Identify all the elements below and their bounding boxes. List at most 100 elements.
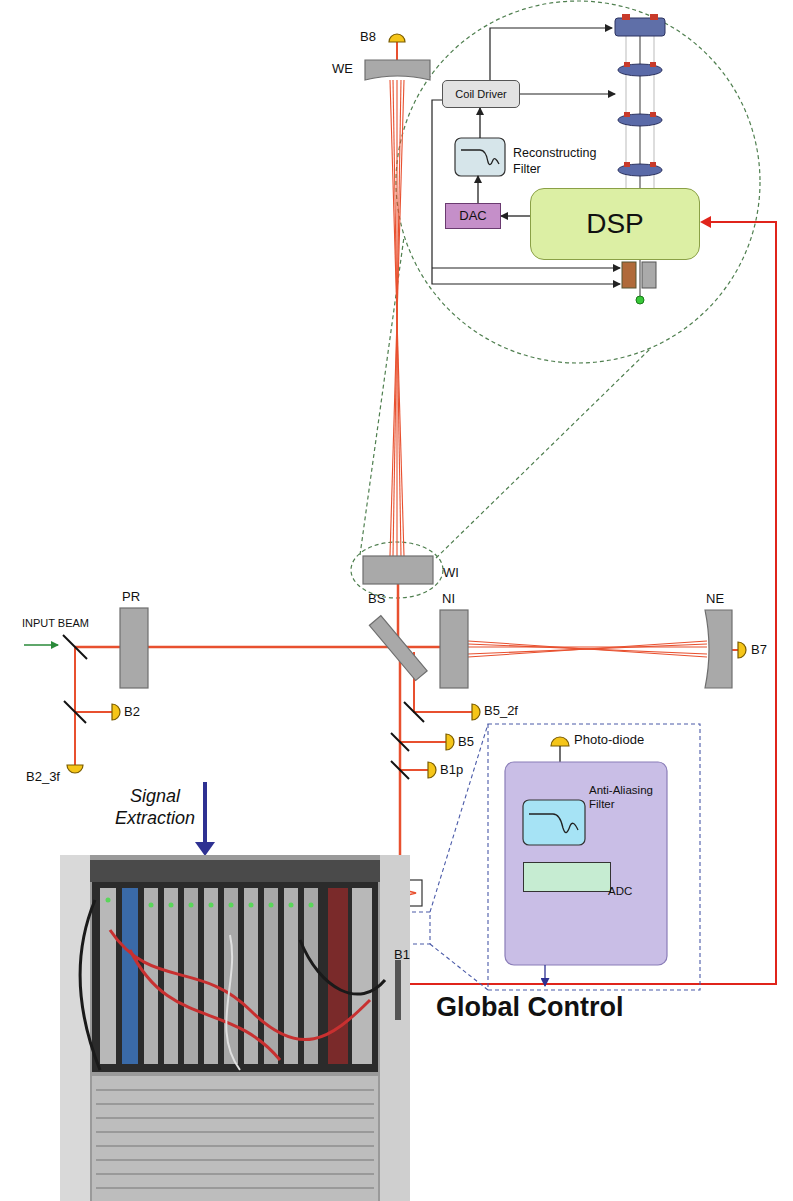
rack-photo	[80, 900, 385, 1070]
rack-photo	[92, 882, 378, 1072]
rack-photo	[130, 950, 280, 1060]
extraction-arrow	[195, 842, 215, 856]
rack-photo	[226, 935, 240, 1070]
pickoff-mirror	[63, 635, 424, 779]
laser-beam	[390, 80, 404, 556]
suspension-illustration	[624, 162, 630, 167]
rack-photo	[229, 903, 234, 908]
mirror-callout: BS	[368, 592, 385, 607]
suspension-illustration	[636, 296, 644, 304]
photodiode-callout: B2	[124, 705, 140, 720]
rack-photo	[96, 1145, 374, 1147]
laser-beam	[400, 741, 446, 743]
converter-box: ADC	[523, 862, 611, 892]
suspension-illustration	[650, 62, 656, 67]
suspension-illustration	[642, 262, 656, 288]
box-label: DSP	[586, 208, 644, 240]
beam-label: INPUT BEAM	[22, 617, 89, 630]
rack-photo	[60, 855, 410, 1201]
filter-icon	[523, 800, 585, 845]
laser-beam	[74, 647, 76, 765]
photodiode-callout: B5_2f	[484, 704, 518, 719]
zoom-circle	[396, 1, 760, 363]
rack-photo	[106, 898, 314, 908]
input-arrow	[24, 644, 58, 646]
suspension-illustration	[650, 162, 656, 167]
control-link	[700, 216, 711, 228]
rack-photo	[164, 888, 178, 1064]
laser-beam	[468, 646, 707, 647]
mirror-callout: WI	[443, 566, 459, 581]
rack-photo	[96, 1117, 374, 1119]
rack-photo	[96, 1159, 374, 1161]
readout-panel: Anti-Aliasing FilterADC	[505, 762, 667, 965]
photodiode	[446, 734, 454, 750]
rack-photo	[300, 940, 385, 994]
zoom-box	[430, 724, 488, 912]
mirror	[365, 60, 430, 80]
process-label: Signal Extraction	[98, 786, 212, 829]
rack-photo	[96, 1131, 374, 1133]
photodiode-callout: B1	[394, 948, 410, 963]
mirror-callout: NE	[706, 592, 724, 607]
photodiode-callout: B7	[751, 643, 767, 658]
actuation-wire	[432, 267, 620, 268]
rack-photo	[169, 903, 174, 908]
actuation-wire	[490, 28, 612, 80]
rack-photo	[209, 903, 214, 908]
photodiode	[472, 704, 480, 720]
laser-beam	[390, 80, 707, 657]
mirror	[120, 60, 732, 688]
rack-photo	[122, 888, 138, 1064]
mirror	[120, 608, 148, 688]
rack-photo	[264, 888, 278, 1064]
signal-arrow	[479, 108, 480, 138]
pickoff-mirror	[63, 635, 87, 659]
rack-photo	[106, 898, 111, 903]
rack-photo	[309, 903, 314, 908]
driver-box: Coil Driver	[442, 80, 520, 108]
filter-icon	[455, 138, 505, 176]
rack-photo	[90, 860, 380, 882]
box-label: DAC	[459, 209, 486, 224]
extraction-arrow	[195, 782, 215, 856]
rack-photo	[352, 888, 372, 1064]
extraction-arrow	[203, 782, 207, 844]
suspension-illustration	[615, 18, 665, 36]
rack-photo	[96, 1089, 374, 1091]
rack-photo	[395, 960, 401, 1020]
box-label: ADC	[608, 885, 684, 899]
mirror	[363, 556, 433, 584]
actuation-wire	[520, 93, 615, 94]
pickoff-mirror	[404, 702, 424, 722]
suspension-illustration	[622, 14, 630, 20]
signal-wire	[559, 746, 560, 762]
photodiode	[389, 34, 405, 42]
pickoff-mirror	[391, 761, 409, 779]
suspension-illustration	[624, 62, 630, 67]
photodiode	[67, 765, 83, 773]
rack-photo	[269, 903, 274, 908]
system-title: Global Control	[436, 992, 623, 1023]
rack-photo	[204, 888, 218, 1064]
rack-photo	[380, 855, 410, 1201]
suspension-illustration	[624, 112, 630, 117]
rack-photo	[289, 903, 294, 908]
output-arrow	[544, 965, 545, 986]
laser-beam	[75, 42, 738, 918]
suspension-illustration	[615, 14, 665, 304]
box-label: Anti-Aliasing Filter	[589, 784, 665, 812]
box-label: Reconstructing Filter	[513, 146, 609, 177]
control-link	[410, 216, 776, 984]
filter-icon	[529, 814, 578, 833]
signal-arrow	[501, 215, 530, 216]
photodiode-callout: B5	[458, 735, 474, 750]
mirror-callout: B8	[360, 30, 376, 45]
photodiode	[112, 704, 120, 720]
laser-beam	[390, 80, 404, 556]
laser-beam	[732, 649, 738, 651]
photodiode	[67, 34, 746, 926]
laser-beam	[468, 641, 707, 657]
mirror	[440, 610, 468, 688]
